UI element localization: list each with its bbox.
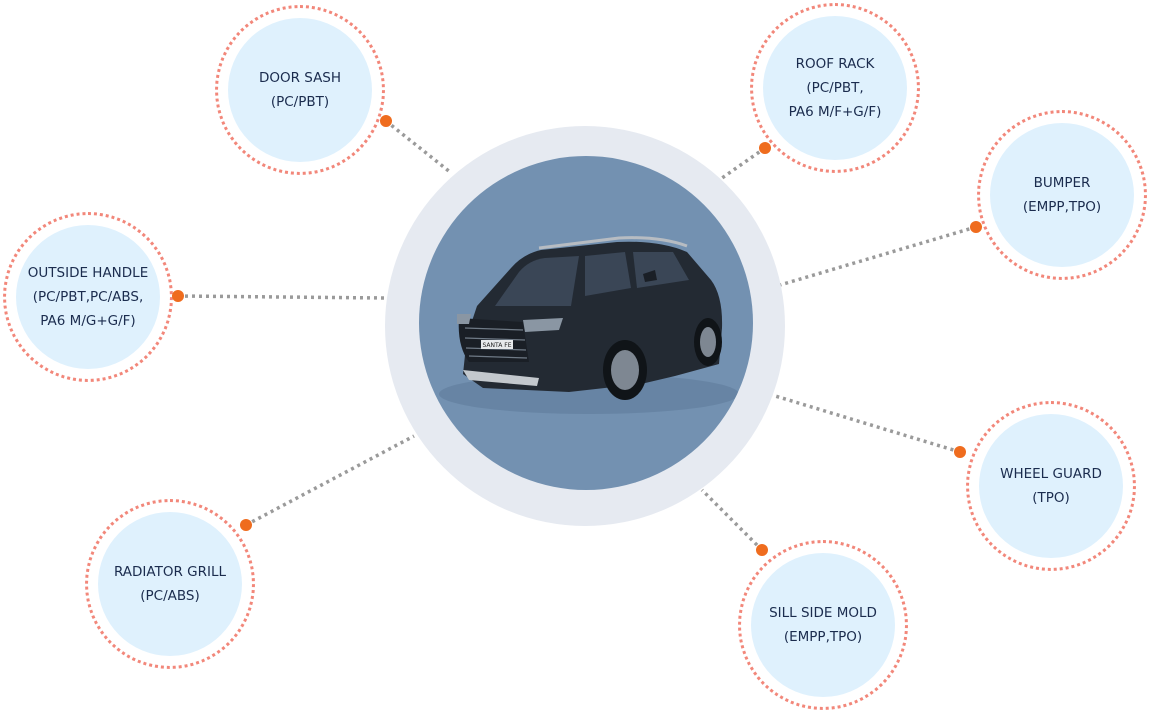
- radiator-grill-label: RADIATOR GRILL (PC/ABS): [113, 564, 227, 604]
- car-image-circle: SANTA FE: [419, 156, 753, 490]
- roof-rack-label: ROOF RACK (PC/PBT, PA6 M/F+G/F): [788, 56, 882, 120]
- bubble-door-sash: DOOR SASH (PC/PBT): [215, 5, 385, 175]
- connector-dot-sill-side-mold: [756, 544, 768, 556]
- connector-dot-door-sash: [380, 115, 392, 127]
- connector-door-sash: [384, 119, 452, 174]
- connector-wheel-guard: [771, 393, 961, 454]
- center-hub: SANTA FE: [385, 126, 785, 526]
- wheel-guard-label: WHEEL GUARD (TPO): [1000, 466, 1102, 506]
- connector-bumper: [779, 225, 977, 287]
- car-badge-text: SANTA FE: [483, 342, 512, 349]
- connector-dot-radiator-grill: [240, 519, 252, 531]
- connector-radiator-grill: [245, 434, 415, 527]
- bumper-label: BUMPER (EMPP,TPO): [1022, 175, 1102, 215]
- connector-dot-roof-rack: [759, 142, 771, 154]
- bubble-bumper: BUMPER (EMPP,TPO): [977, 110, 1147, 280]
- car-image: SANTA FE: [439, 236, 739, 414]
- bubble-radiator-grill: RADIATOR GRILL (PC/ABS): [85, 499, 255, 669]
- connector-dot-outside-handle: [172, 290, 184, 302]
- bubble-roof-rack: ROOF RACK (PC/PBT, PA6 M/F+G/F): [750, 3, 920, 173]
- door-sash-label: DOOR SASH (PC/PBT): [258, 70, 342, 110]
- connector-dot-bumper: [970, 221, 982, 233]
- connector-sill-side-mold: [700, 488, 764, 552]
- connector-outside-handle: [177, 294, 386, 300]
- bubble-outside-handle: OUTSIDE HANDLE (PC/PBT,PC/ABS, PA6 M/G+G…: [3, 212, 173, 382]
- connector-roof-rack: [720, 146, 767, 180]
- outside-handle-label: OUTSIDE HANDLE (PC/PBT,PC/ABS, PA6 M/G+G…: [27, 265, 149, 329]
- connector-dot-wheel-guard: [954, 446, 966, 458]
- sill-side-mold-label: SILL SIDE MOLD (EMPP,TPO): [769, 605, 877, 645]
- bubble-wheel-guard: WHEEL GUARD (TPO): [966, 401, 1136, 571]
- bubble-sill-side-mold: SILL SIDE MOLD (EMPP,TPO): [738, 540, 908, 710]
